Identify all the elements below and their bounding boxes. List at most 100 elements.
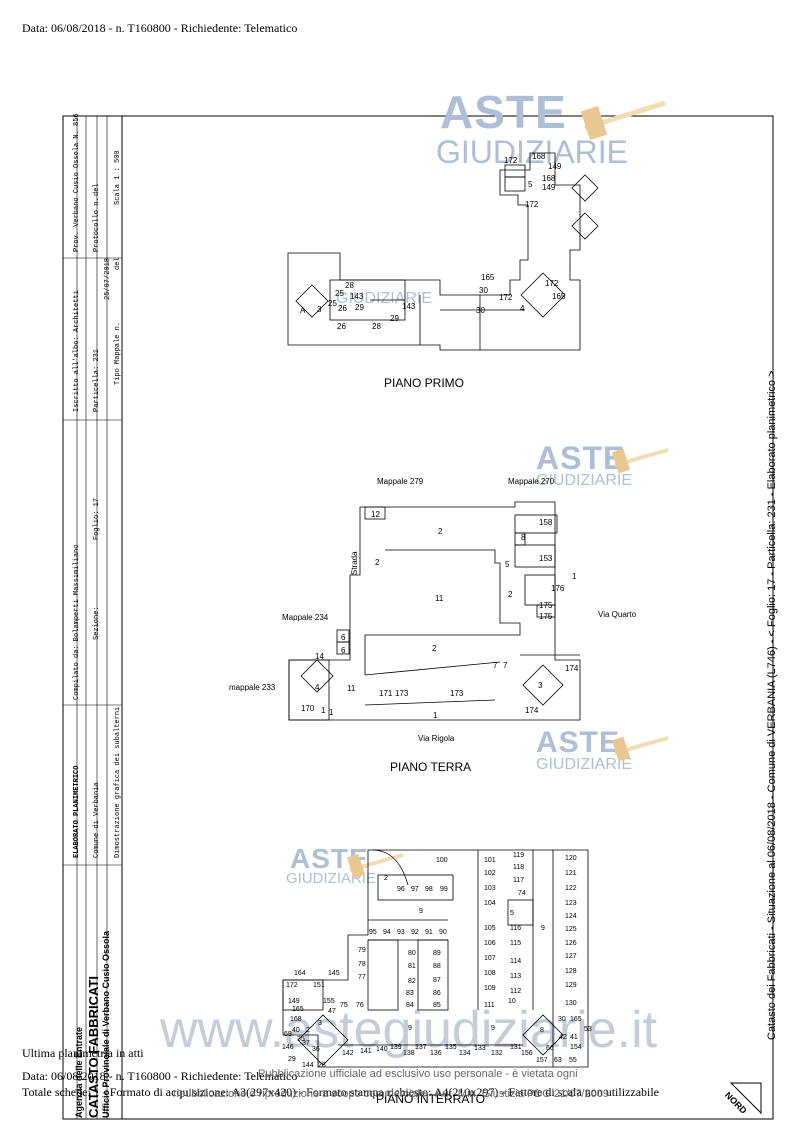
svg-text:91: 91 bbox=[425, 929, 433, 936]
svg-text:125: 125 bbox=[565, 926, 577, 933]
svg-text:149: 149 bbox=[542, 183, 556, 192]
svg-text:29: 29 bbox=[288, 1056, 296, 1063]
svg-text:53: 53 bbox=[584, 1026, 592, 1033]
svg-text:120: 120 bbox=[565, 855, 577, 862]
svg-text:95: 95 bbox=[369, 929, 377, 936]
plan-title-interrato: PIANO INTERRATO bbox=[376, 1092, 485, 1106]
svg-text:149: 149 bbox=[288, 998, 300, 1005]
watermark-brand-3: ASTE bbox=[536, 726, 621, 759]
svg-text:88: 88 bbox=[433, 963, 441, 970]
titleblock-del2: del bbox=[114, 257, 122, 270]
svg-text:2: 2 bbox=[375, 558, 380, 567]
svg-text:165: 165 bbox=[552, 292, 566, 301]
svg-text:154: 154 bbox=[570, 1044, 582, 1051]
svg-text:29: 29 bbox=[355, 303, 364, 312]
svg-text:96: 96 bbox=[397, 886, 405, 893]
svg-text:140: 140 bbox=[376, 1046, 388, 1053]
titleblock-comune: Comune di Verbania bbox=[93, 782, 101, 858]
gavel-icon-2 bbox=[611, 448, 669, 474]
svg-text:63: 63 bbox=[554, 1057, 562, 1064]
svg-text:145: 145 bbox=[328, 970, 340, 977]
svg-text:119: 119 bbox=[513, 852, 524, 859]
svg-text:90: 90 bbox=[439, 929, 447, 936]
svg-text:A: A bbox=[300, 306, 306, 315]
svg-text:4: 4 bbox=[315, 683, 320, 692]
svg-text:117: 117 bbox=[513, 877, 524, 884]
titleblock-iscritto: Iscritto all'albo: Architetti bbox=[73, 290, 81, 412]
footer-ultima-planimetria: Ultima planimetria in atti bbox=[22, 1046, 144, 1060]
svg-text:7: 7 bbox=[503, 661, 508, 670]
svg-text:172: 172 bbox=[286, 982, 298, 989]
svg-text:175: 175 bbox=[539, 601, 553, 610]
svg-text:108: 108 bbox=[484, 970, 496, 977]
svg-text:134: 134 bbox=[459, 1050, 471, 1057]
svg-text:106: 106 bbox=[484, 940, 496, 947]
svg-text:143: 143 bbox=[350, 292, 364, 301]
svg-text:100: 100 bbox=[436, 857, 448, 864]
svg-text:142: 142 bbox=[342, 1050, 354, 1057]
north-arrow-icon bbox=[729, 1082, 762, 1115]
titleblock-scala: Scala 1 : 500 bbox=[114, 150, 122, 205]
watermark-sub-2: GIUDIZIARIE bbox=[536, 472, 633, 489]
svg-text:6: 6 bbox=[341, 646, 346, 655]
svg-text:137: 137 bbox=[415, 1044, 427, 1051]
svg-text:164: 164 bbox=[294, 970, 306, 977]
label-mappale-233: mappale 233 bbox=[229, 683, 276, 692]
svg-text:122: 122 bbox=[565, 885, 577, 892]
gavel-icon bbox=[580, 100, 666, 141]
svg-text:1: 1 bbox=[433, 711, 438, 720]
svg-text:128: 128 bbox=[565, 968, 577, 975]
svg-text:173: 173 bbox=[395, 689, 409, 698]
label-strada: Strada bbox=[350, 551, 359, 575]
watermark-brand-2: ASTE bbox=[536, 440, 626, 476]
svg-text:89: 89 bbox=[433, 950, 441, 957]
footer-data: Data: 06/08/2018 - n. T160800 - Richiede… bbox=[22, 1069, 298, 1083]
svg-text:9: 9 bbox=[541, 925, 545, 932]
svg-text:157: 157 bbox=[536, 1057, 548, 1064]
footer-overlay-1: Pubblicazione ufficiale ad esclusivo uso… bbox=[258, 1068, 578, 1080]
svg-text:83: 83 bbox=[406, 990, 414, 997]
svg-text:130: 130 bbox=[565, 1000, 577, 1007]
svg-text:113: 113 bbox=[510, 973, 521, 980]
svg-text:11: 11 bbox=[347, 684, 356, 693]
svg-text:9: 9 bbox=[419, 908, 423, 915]
svg-text:7: 7 bbox=[493, 661, 498, 670]
svg-text:5: 5 bbox=[510, 910, 514, 917]
svg-text:112: 112 bbox=[510, 988, 521, 995]
svg-text:3: 3 bbox=[538, 681, 543, 690]
svg-text:25: 25 bbox=[328, 299, 337, 308]
titleblock-compilato: Compilato da: Bolamperti Massimiliano bbox=[73, 544, 81, 700]
gavel-icon-3 bbox=[611, 736, 669, 762]
svg-text:143: 143 bbox=[402, 302, 416, 311]
svg-text:98: 98 bbox=[425, 886, 433, 893]
watermark-sub-3: GIUDIZIARIE bbox=[536, 756, 633, 773]
titleblock-data-protocollo: 25/07/2018 bbox=[104, 257, 112, 300]
svg-text:25: 25 bbox=[335, 289, 344, 298]
svg-text:135: 135 bbox=[445, 1044, 457, 1051]
svg-text:26: 26 bbox=[337, 322, 346, 331]
svg-text:149: 149 bbox=[548, 162, 562, 171]
label-mappale-270: Mappale 270 bbox=[508, 477, 555, 486]
svg-text:3: 3 bbox=[317, 305, 322, 314]
svg-text:118: 118 bbox=[513, 864, 524, 871]
watermark-brand-1: ASTE bbox=[440, 86, 567, 138]
label-mappale-279: Mappale 279 bbox=[377, 477, 424, 486]
label-via-quarto: Via Quarto bbox=[598, 610, 637, 619]
svg-text:86: 86 bbox=[433, 990, 441, 997]
svg-text:174: 174 bbox=[525, 706, 539, 715]
svg-text:165: 165 bbox=[570, 1016, 582, 1023]
svg-text:82: 82 bbox=[408, 978, 416, 985]
svg-text:173: 173 bbox=[450, 689, 464, 698]
svg-text:168: 168 bbox=[532, 152, 546, 161]
svg-text:80: 80 bbox=[408, 950, 416, 957]
svg-text:94: 94 bbox=[383, 929, 391, 936]
svg-text:168: 168 bbox=[542, 174, 556, 183]
svg-text:93: 93 bbox=[397, 929, 405, 936]
svg-text:37: 37 bbox=[302, 1040, 310, 1047]
svg-text:2: 2 bbox=[438, 527, 443, 536]
svg-text:12: 12 bbox=[371, 510, 380, 519]
svg-text:36: 36 bbox=[312, 1046, 320, 1053]
svg-text:2: 2 bbox=[306, 1027, 310, 1034]
svg-text:158: 158 bbox=[539, 518, 553, 527]
